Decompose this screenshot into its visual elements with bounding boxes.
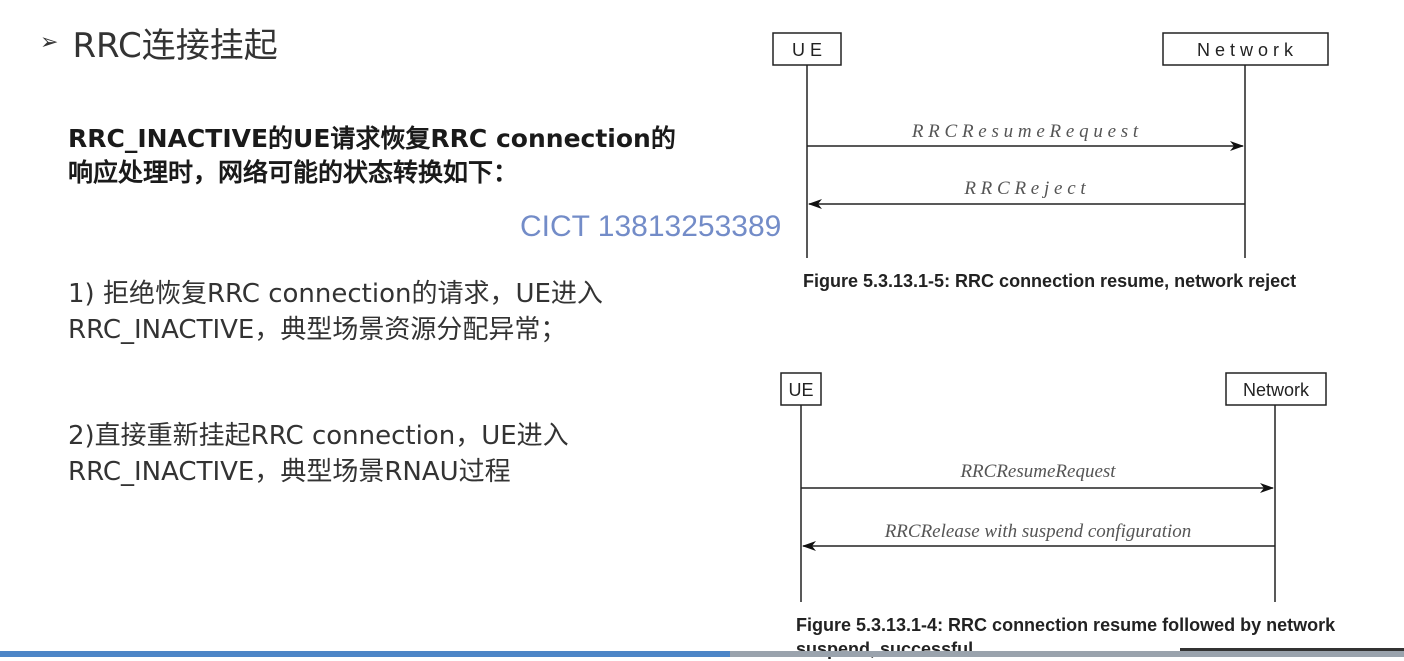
- msg-resume-request-1: R R C R e s u m e R e q u e s t: [911, 121, 1139, 142]
- network-label-2: Network: [1243, 380, 1310, 400]
- ue-box-2: [780, 372, 822, 406]
- ue-box-1: [772, 32, 842, 66]
- slide-title-text: RRC连接挂起: [72, 26, 278, 66]
- bottom-divider: [1180, 648, 1404, 651]
- progress-bar: [0, 651, 1404, 657]
- point-2: 2)直接重新挂起RRC connection，UE进入RRC_INACTIVE，…: [68, 421, 569, 487]
- msg-release-suspend: RRCRelease with suspend configuration: [884, 521, 1192, 542]
- network-box-1: [1162, 32, 1329, 66]
- intro-paragraph: RRC_INACTIVE的UE请求恢复RRC connection的响应处理时，…: [68, 124, 676, 187]
- network-label-1: N e t w o r k: [1197, 40, 1294, 60]
- slide-title: ➢ RRC连接挂起: [40, 18, 278, 67]
- figure-2: UE Network RRCResumeRequest RRCRelease w…: [780, 372, 1327, 602]
- arrow-bullet-icon: ➢: [40, 30, 59, 55]
- msg-resume-request-2: RRCResumeRequest: [959, 461, 1116, 482]
- figure-1: U E N e t w o r k R R C R e s u m e R e …: [772, 32, 1329, 258]
- ue-label-2: UE: [788, 380, 813, 400]
- network-box-2: [1225, 372, 1327, 406]
- ue-label-1: U E: [792, 40, 822, 60]
- msg-reject: R R C R e j e c t: [963, 178, 1086, 199]
- point-1: 1) 拒绝恢复RRC connection的请求，UE进入RRC_INACTIV…: [68, 279, 603, 345]
- figure-1-caption: Figure 5.3.13.1-5: RRC connection resume…: [803, 271, 1297, 291]
- watermark: CICT 13813253389: [520, 210, 782, 243]
